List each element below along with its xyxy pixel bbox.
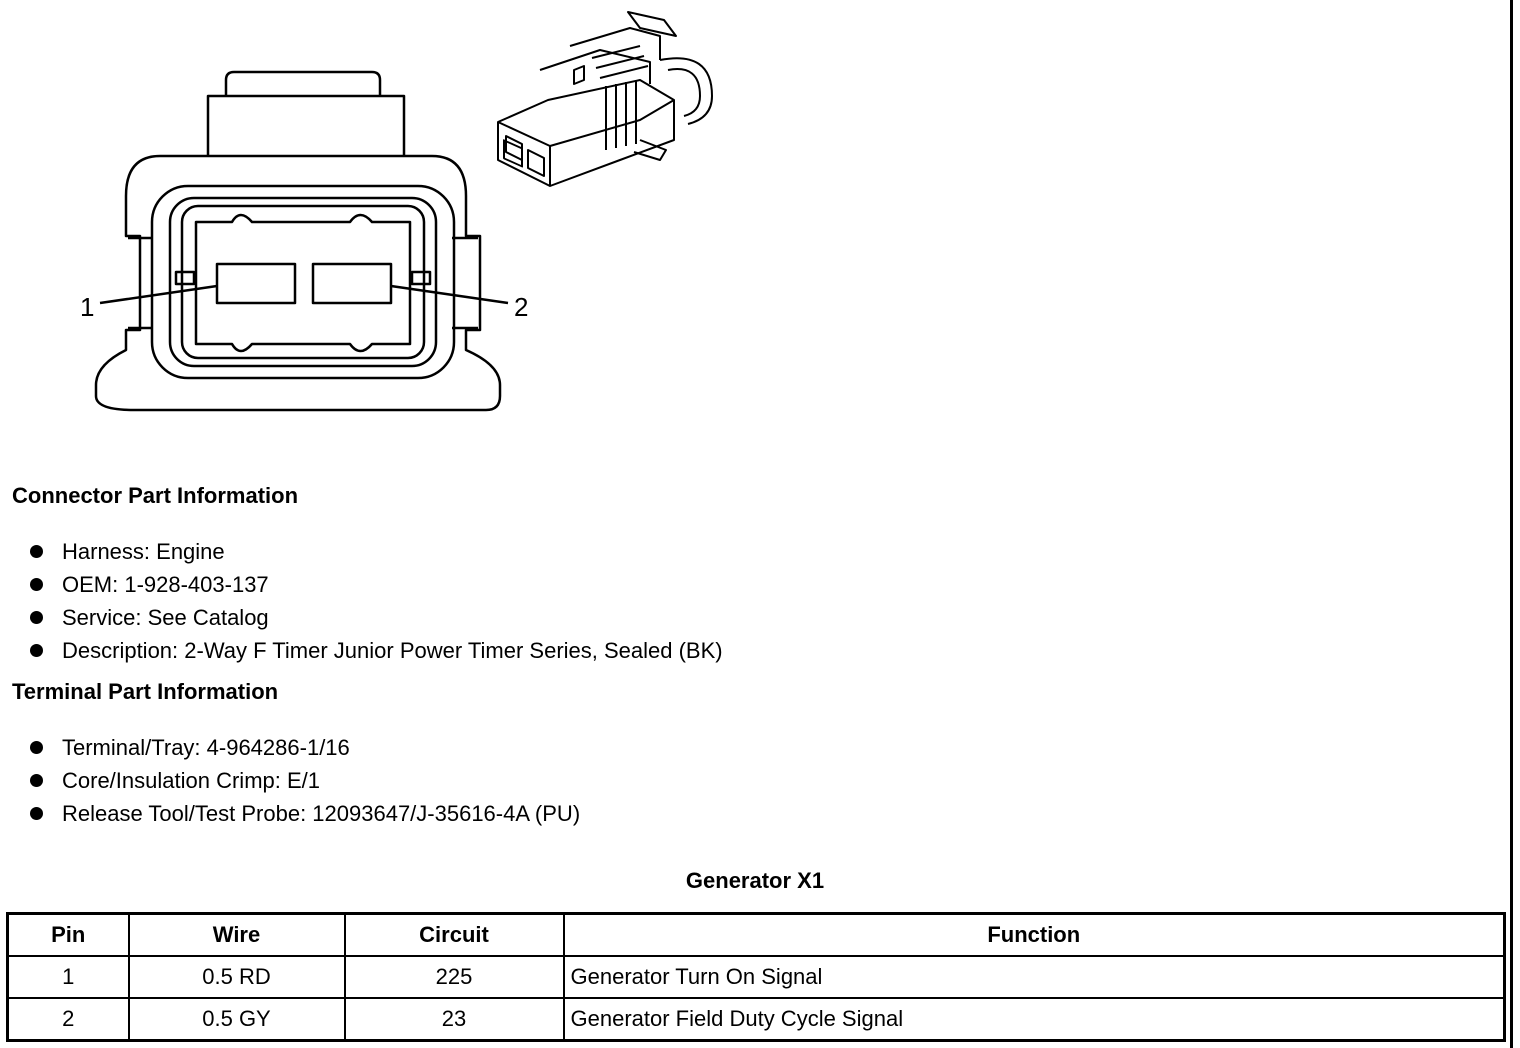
bullet-icon [30,774,43,787]
cell-pin: 2 [6,997,130,1042]
bullet-icon [30,545,43,558]
list-item: Release Tool/Test Probe: 12093647/J-3561… [30,797,580,830]
pinout-table: Pin Wire Circuit Function 1 0.5 RD 225 G… [6,912,1506,1042]
page-border-right [1510,0,1513,1048]
table-row: 1 0.5 RD 225 Generator Turn On Signal [6,955,1506,999]
column-header-wire: Wire [127,912,346,957]
bullet-icon [30,644,43,657]
connector-part-list: Harness: Engine OEM: 1-928-403-137 Servi… [30,535,723,667]
list-item: Description: 2-Way F Timer Junior Power … [30,634,723,667]
cell-pin: 1 [6,955,130,999]
connector-diagram: 1 2 [80,11,713,412]
connector-face-drawing [94,70,509,412]
connector-3d-drawing [497,11,713,187]
pin-label-2: 2 [514,292,528,322]
pin-label-1: 1 [80,292,94,322]
cell-circuit: 23 [343,997,565,1042]
column-header-pin: Pin [6,912,130,957]
cell-circuit: 225 [343,955,565,999]
terminal-part-list: Terminal/Tray: 4-964286-1/16 Core/Insula… [30,731,580,830]
connector-part-heading: Connector Part Information [12,483,299,508]
bullet-icon [30,611,43,624]
list-item: Core/Insulation Crimp: E/1 [30,764,580,797]
list-item: Service: See Catalog [30,601,723,634]
table-row: 2 0.5 GY 23 Generator Field Duty Cycle S… [6,997,1506,1042]
list-item: OEM: 1-928-403-137 [30,568,723,601]
bullet-icon [30,578,43,591]
terminal-part-heading: Terminal Part Information [12,679,279,704]
table-header-row: Pin Wire Circuit Function [6,912,1506,957]
list-item: Harness: Engine [30,535,723,568]
cell-function: Generator Turn On Signal [562,955,1506,999]
bullet-icon [30,807,43,820]
column-header-circuit: Circuit [343,912,565,957]
cell-function: Generator Field Duty Cycle Signal [562,997,1506,1042]
bullet-icon [30,741,43,754]
cell-wire: 0.5 GY [127,997,346,1042]
table-title: Generator X1 [685,868,825,893]
cell-wire: 0.5 RD [127,955,346,999]
list-item: Terminal/Tray: 4-964286-1/16 [30,731,580,764]
column-header-function: Function [562,912,1506,957]
